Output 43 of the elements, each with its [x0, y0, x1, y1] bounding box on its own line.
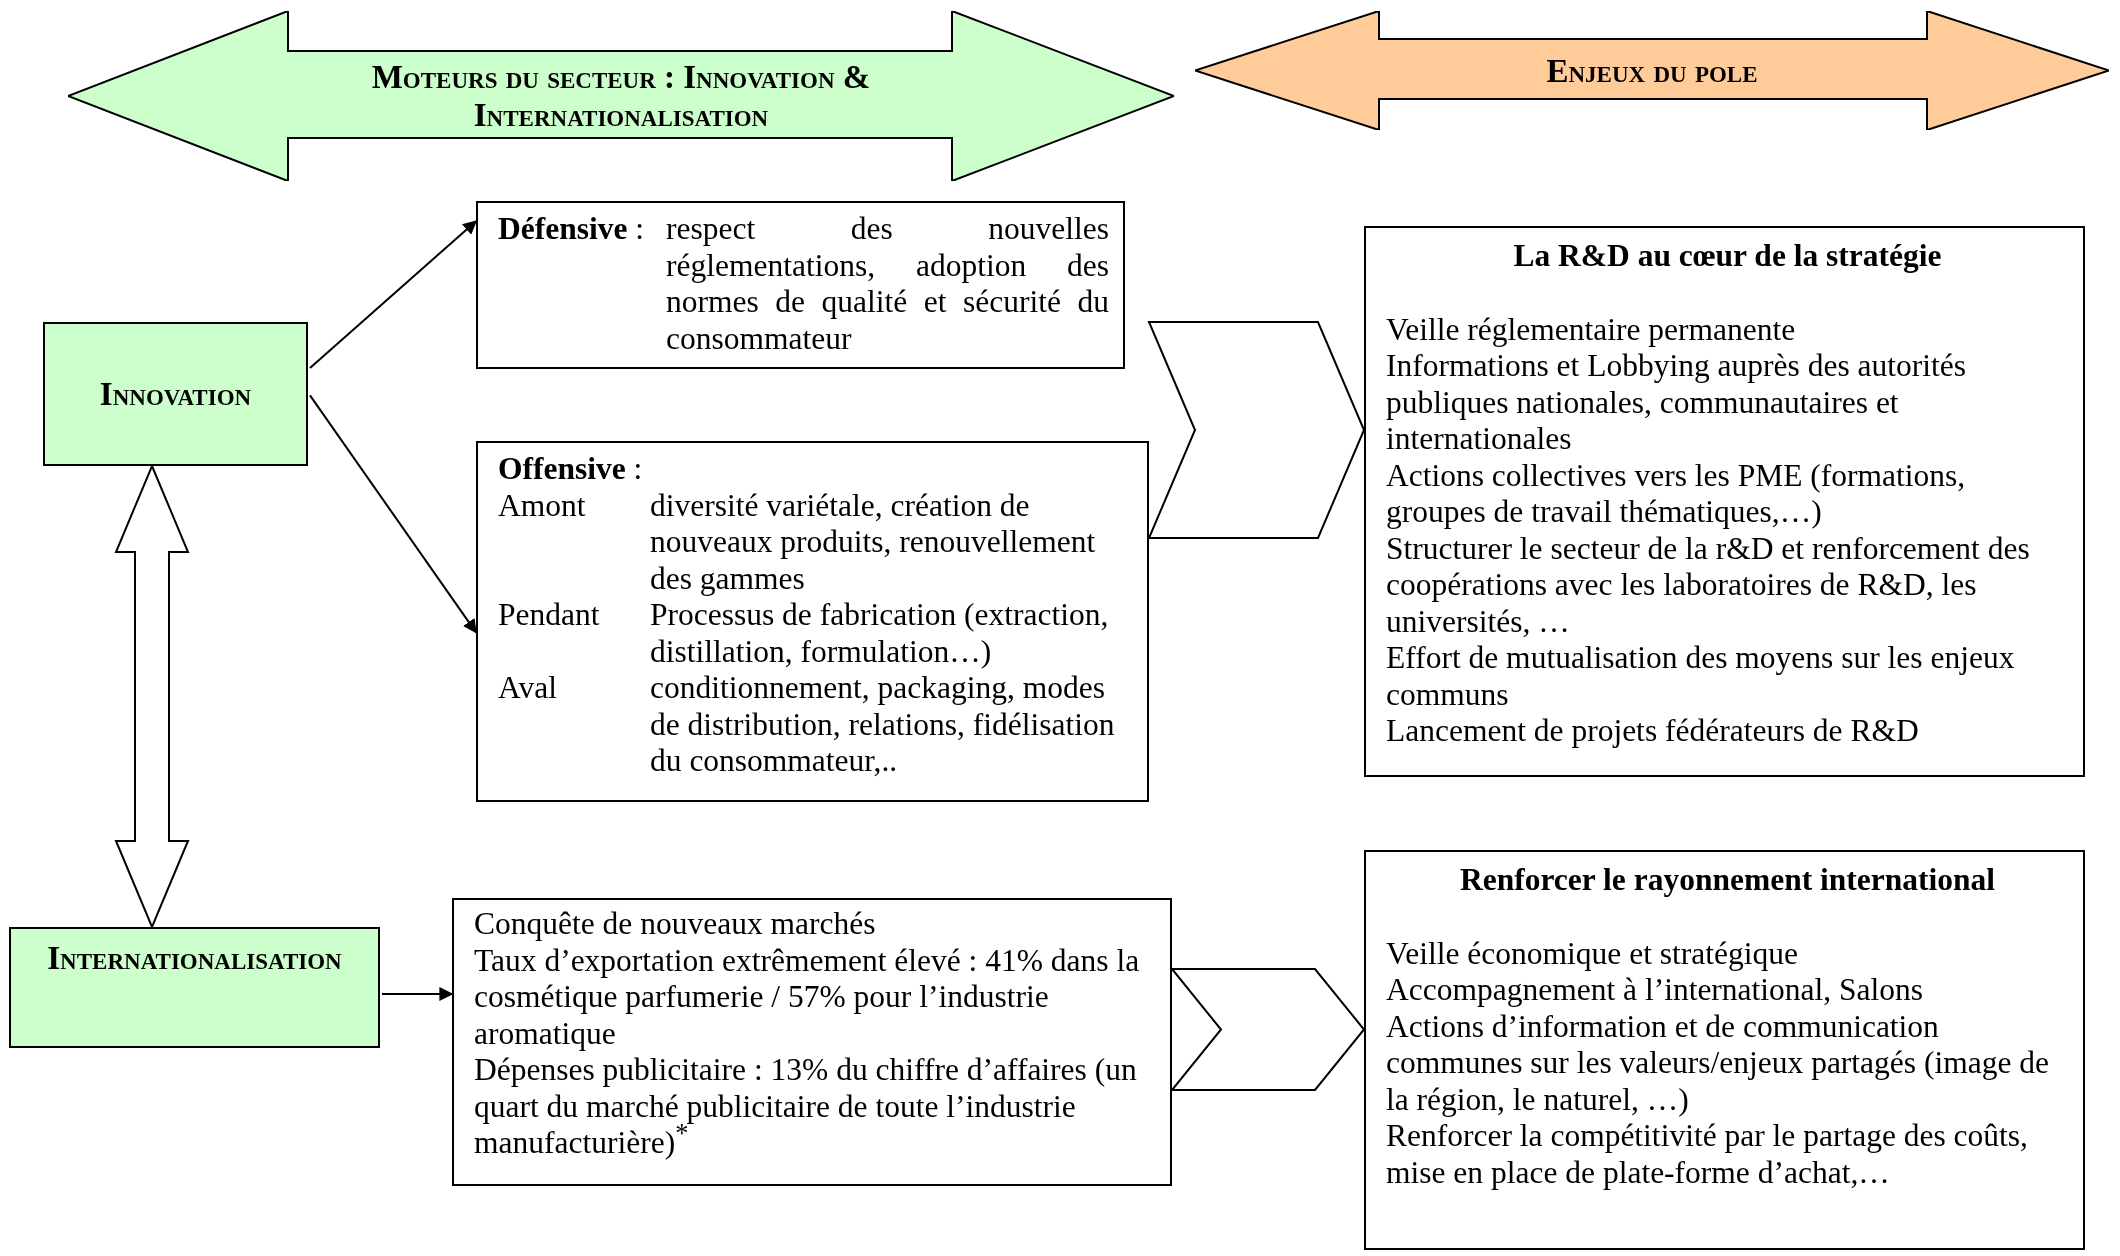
text-box: [452, 898, 1172, 1186]
list-item: Actions collectives vers les PME (formations, groupes de travail thématiques,…): [1386, 457, 1967, 531]
chevron-arrow: [1147, 321, 1366, 539]
list-item: Actions d’information et de communication communes sur les valeurs/enjeux partagés (image de la région, le naturel, …): [1386, 1008, 2051, 1118]
row-label: Amont: [498, 487, 587, 525]
list-item: Renforcer la compétitivité par le partage des coûts, mise en place de plate-forme d’achat,…: [1386, 1118, 2029, 1191]
text-box: [476, 201, 1125, 369]
list-item: Structurer le secteur de la r&D et renforcement des coopérations avec les laboratoires de R&D, les universités, …: [1386, 530, 2031, 640]
row-text: conditionnement, packaging, modes de distribution, relations, fidélisation du consommateur,..: [650, 670, 1116, 780]
row-text: Processus de fabrication (extraction, distillation, formulation…): [650, 597, 1110, 670]
arrow: [381, 987, 454, 1002]
box-heading: La R&D au cœur de la stratégie: [1512, 238, 1943, 275]
list-item: Veille réglementaire permanente: [1386, 311, 1797, 348]
chevron-arrow: [1169, 968, 1366, 1091]
list-item: Dépenses publicitaire : 13% du chiffre d’affaires (un quart du marché publicitaire de toute l’industrie manufacturière)$^{*}$: [474, 1052, 1138, 1162]
text-box: [476, 441, 1149, 802]
banner-title: Moteurs du secteur : Innovation & Internationalisation: [370, 58, 872, 134]
double-arrow-banner: [68, 11, 1174, 181]
list-item: Lancement de projets fédérateurs de R&D: [1386, 713, 1920, 750]
row-label: Aval: [498, 670, 558, 707]
double-arrow-banner: [1195, 11, 2109, 130]
row-text: diversité variétale, création de nouveaux produits, renouvellement des gammes: [650, 487, 1097, 597]
text-box: [1364, 850, 2085, 1250]
double-arrow: [114, 463, 190, 930]
list-item: Veille économique et stratégique: [1386, 935, 1799, 972]
box-heading: Défensive :: [498, 211, 646, 248]
box-title: Internationalisation: [46, 939, 343, 977]
list-item: Conquête de nouveaux marchés: [474, 906, 877, 943]
box-title: Innovation: [99, 375, 252, 413]
list-item: Taux d’exportation extrêmement élevé : 41% dans la cosmétique parfumerie / 57% pour l’industrie aromatique: [474, 942, 1141, 1052]
list-item: Accompagnement à l’international, Salons: [1386, 972, 1925, 1009]
box-heading: Renforcer le rayonnement international: [1458, 862, 1997, 899]
list-item: Effort de mutualisation des moyens sur les enjeux communs: [1386, 640, 2016, 713]
box-text: respect des nouvelles réglementations, adoption des normes de qualité et sécurité du consommateur: [666, 211, 1109, 357]
box-heading: Offensive :: [498, 451, 644, 488]
arrow: [309, 394, 477, 634]
list-item: Informations et Lobbying auprès des autorités publiques nationales, communautaires et internationales: [1386, 348, 1967, 458]
process-box: [9, 927, 380, 1048]
process-box: [43, 322, 308, 466]
text-box: [1364, 226, 2085, 777]
banner-title: Enjeux du pole: [1545, 51, 1759, 90]
row-label: Pendant: [498, 597, 601, 634]
arrow: [309, 220, 478, 370]
